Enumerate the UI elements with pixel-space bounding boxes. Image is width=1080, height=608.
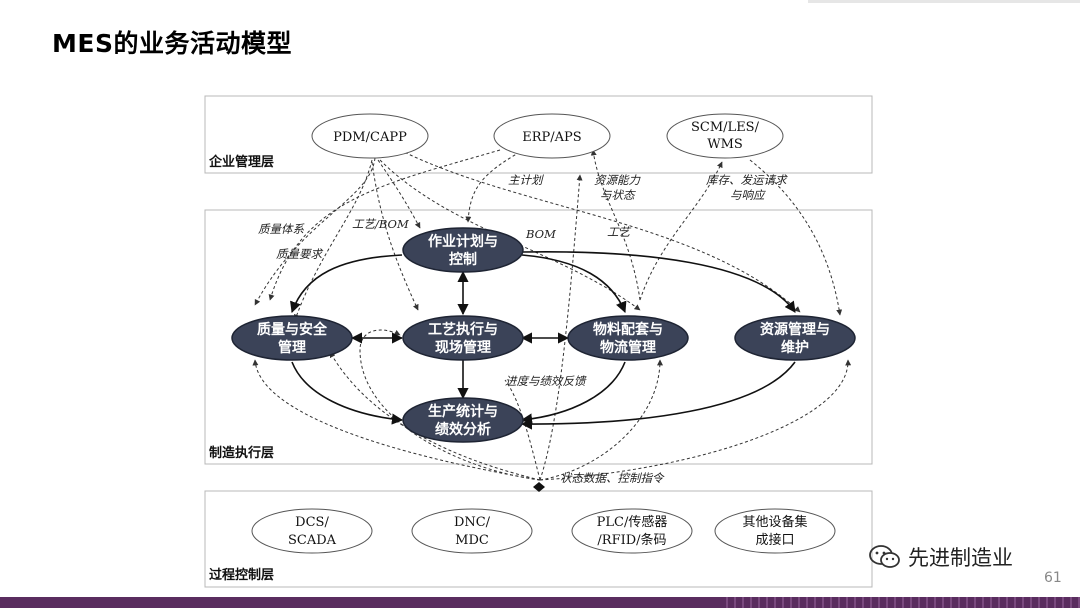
node-quality-label-line1: 质量与安全 bbox=[257, 321, 328, 338]
node-other-label-line1: 其他设备集 bbox=[742, 514, 807, 530]
node-resource-label-line2: 维护 bbox=[781, 339, 809, 356]
note-inventory-line2: 与响应 bbox=[730, 188, 766, 202]
node-stats-label-line1: 生产统计与 bbox=[428, 403, 498, 420]
status-junction-diamond bbox=[533, 482, 545, 492]
wechat-icon bbox=[869, 545, 900, 568]
note-quality-requirement: 质量要求 bbox=[276, 247, 323, 261]
node-plc-sensor[interactable]: PLC/传感器 /RFID/条码 bbox=[571, 508, 693, 554]
node-other-label-line2: 成接口 bbox=[755, 532, 794, 548]
note-quality-system: 质量体系 bbox=[258, 222, 305, 236]
note-bom: BOM bbox=[525, 227, 557, 241]
node-dcs-scada[interactable]: DCS/ SCADA bbox=[251, 508, 373, 554]
node-dnc-label-line1: DNC/ bbox=[454, 515, 491, 530]
node-plc-label-line1: PLC/传感器 bbox=[597, 514, 668, 530]
node-dnc-label-line2: MDC bbox=[455, 533, 489, 548]
node-pdm-label: PDM/CAPP bbox=[333, 130, 407, 145]
node-craft-label-line1: 工艺执行与 bbox=[428, 321, 498, 338]
enterprise-layer-label: 企业管理层 bbox=[208, 154, 274, 170]
node-work-plan-control[interactable]: 作业计划与 控制 bbox=[402, 227, 524, 273]
note-inventory-line1: 库存、发运请求 bbox=[706, 173, 788, 187]
node-material-label-line2: 物流管理 bbox=[600, 339, 656, 356]
watermark: 先进制造业 bbox=[868, 542, 1013, 572]
note-craft-bom: 工艺/BOM bbox=[352, 217, 410, 231]
node-material-logistics[interactable]: 物料配套与 物流管理 bbox=[567, 315, 689, 361]
node-dcs-label-line1: DCS/ bbox=[295, 515, 329, 530]
note-resource-capability-line1: 资源能力 bbox=[594, 173, 641, 187]
node-dcs-label-line2: SCADA bbox=[288, 533, 337, 548]
node-production-stats[interactable]: 生产统计与 绩效分析 bbox=[402, 397, 524, 443]
node-resource-maintenance[interactable]: 资源管理与 维护 bbox=[734, 315, 856, 361]
node-plan-label-line1: 作业计划与 bbox=[428, 233, 498, 250]
node-scm-label-line2: WMS bbox=[707, 137, 743, 152]
execution-layer-box bbox=[204, 209, 873, 465]
watermark-text: 先进制造业 bbox=[908, 546, 1013, 570]
node-plan-label-line2: 控制 bbox=[449, 251, 477, 268]
node-scm-label-line1: SCM/LES/ bbox=[691, 120, 760, 135]
node-dnc-mdc[interactable]: DNC/ MDC bbox=[411, 508, 533, 554]
slide-title: MES的业务活动模型 bbox=[52, 29, 292, 58]
node-plc-label-line2: /RFID/条码 bbox=[597, 532, 666, 548]
node-craft-label-line2: 现场管理 bbox=[435, 339, 491, 356]
note-resource-capability-line2: 与状态 bbox=[600, 188, 636, 202]
node-pdm-capp[interactable]: PDM/CAPP bbox=[311, 113, 429, 159]
node-resource-label-line1: 资源管理与 bbox=[760, 321, 830, 338]
node-quality-safety[interactable]: 质量与安全 管理 bbox=[231, 315, 353, 361]
note-progress-feedback: 进度与绩效反馈 bbox=[505, 374, 587, 388]
node-material-label-line1: 物料配套与 bbox=[593, 321, 663, 338]
node-stats-label-line2: 绩效分析 bbox=[435, 421, 491, 438]
node-craft-execution[interactable]: 工艺执行与 现场管理 bbox=[402, 315, 524, 361]
node-scm-les-wms[interactable]: SCM/LES/ WMS bbox=[666, 113, 784, 159]
note-craft: 工艺 bbox=[607, 225, 631, 239]
node-erp-label: ERP/APS bbox=[522, 130, 581, 145]
execution-layer-label: 制造执行层 bbox=[209, 445, 274, 461]
note-status-data: 状态数据、控制指令 bbox=[560, 471, 665, 485]
enterprise-layer-box bbox=[204, 95, 873, 174]
node-erp-aps[interactable]: ERP/APS bbox=[493, 113, 611, 159]
top-right-divider bbox=[808, 0, 1080, 3]
process-layer-label: 过程控制层 bbox=[209, 567, 274, 583]
node-quality-label-line2: 管理 bbox=[278, 339, 306, 356]
page-number: 61 bbox=[1044, 570, 1062, 586]
note-main-plan: 主计划 bbox=[508, 173, 544, 187]
node-other-equipment[interactable]: 其他设备集 成接口 bbox=[714, 508, 836, 554]
footer-bar bbox=[0, 597, 720, 608]
solid-connectors bbox=[290, 251, 796, 430]
